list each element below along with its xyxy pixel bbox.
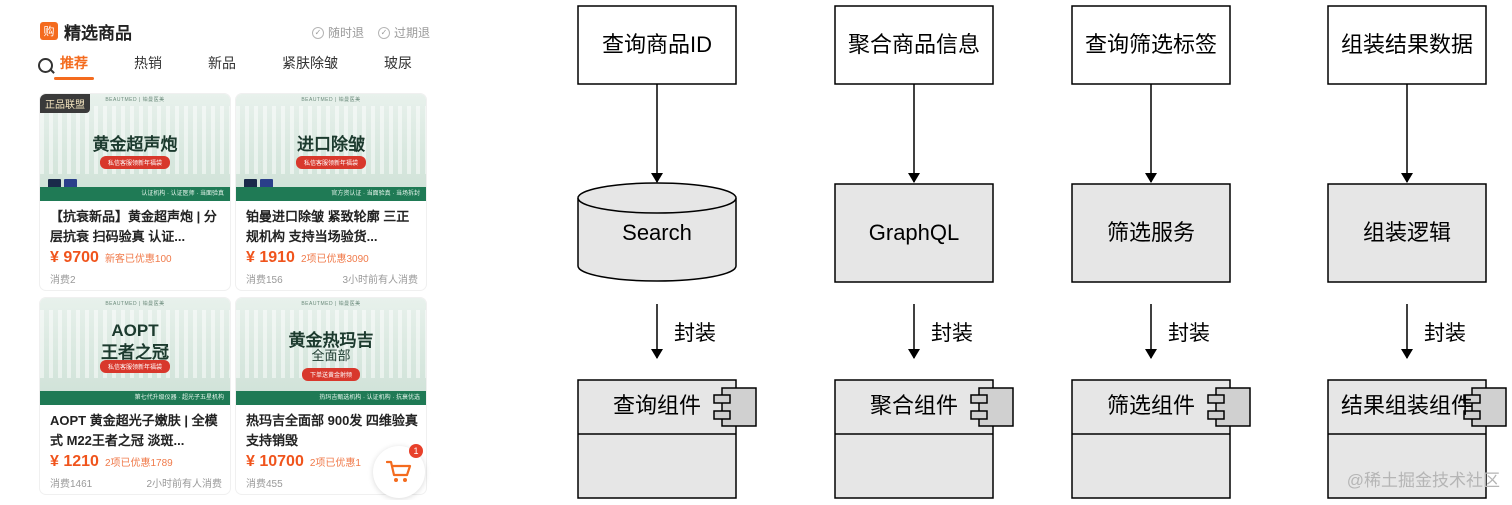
component-box [1327,379,1507,499]
service-label: GraphQL [869,220,960,245]
product-name: 【抗衰新品】黄金超声炮 | 分层抗衰 扫码验真 认证... [50,209,217,244]
brand-line: BEAUTMED | 铂曼医美 [301,301,361,307]
product-name: 铂曼进口除皱 紧致轮廓 三正规机构 支持当场验货... [246,209,410,244]
arrow-label: 封装 [931,322,973,345]
tab-firming[interactable]: 紧肤除皱 [282,55,338,71]
component-box [577,379,757,499]
search-cylinder [577,182,737,282]
component-box [834,379,1014,499]
guarantee-tag: ✓ 过期退 [377,24,430,41]
sales-count: 消费1461 [50,479,93,490]
product-card[interactable]: BEAUTMED | 铂曼医美 进口除皱 私信客服领新年福袋 官方资认证 · 当… [236,94,426,290]
step-box [1327,5,1487,85]
discount-text: 2项已优惠1789 [104,458,173,469]
page-title: 精选商品 [64,23,132,43]
cart-count-badge: 1 [409,444,423,458]
step-label: 查询筛选标签 [1085,32,1217,57]
banner-pill: 私信客服领新年福袋 [99,360,171,373]
product-card[interactable]: BEAUTMED | 铂曼医美 正品联盟 黄金超声炮 私信客服领新年福袋 认证机… [40,94,230,290]
banner-foot: 官方资认证 · 当面验真 · 当场拆封 [236,187,426,201]
banner-title: 进口除皱 [297,135,365,154]
cart-icon [386,460,412,482]
recent-activity: 3小时前有人消费 [342,275,418,286]
guarantee-label: 过期退 [393,26,430,40]
step-box [834,5,994,85]
guarantee-tags: ✓ 随时退 ✓ 过期退 [311,24,430,41]
banner-foot: 第七代升级仪器 · 超光子五星机构 [40,391,230,405]
service-label: 筛选服务 [1107,220,1195,245]
product-name: 热玛吉全面部 900发 四维验真 支持销毁 [246,413,418,448]
recent-activity: 2小时前有人消费 [146,479,222,490]
component-label: 聚合组件 [870,393,958,418]
discount-text: 2项已优惠3090 [300,254,369,265]
arrow-label: 封装 [1424,322,1466,345]
product-price: ¥ 9700 [50,249,99,266]
service-label: Search [622,220,692,245]
brand-line: BEAUTMED | 铂曼医美 [105,301,165,307]
step-box [1071,5,1231,85]
store-logo-icon: 购 [40,22,58,40]
cart-button[interactable]: 1 [373,444,425,498]
corner-tag: 正品联盟 [40,94,90,113]
sales-count: 消费455 [246,479,283,490]
component-label: 查询组件 [613,393,701,418]
arrow-label: 封装 [1168,322,1210,345]
banner-foot: 认证机构 · 认证医师 · 当面验真 [40,187,230,201]
diagram-column: 查询筛选标签 筛选服务 封装 筛选组件 [1071,5,1251,499]
product-banner: BEAUTMED | 铂曼医美 AOPT 王者之冠 私信客服领新年福袋 第七代升… [40,298,230,405]
banner-subtitle: 全面部 [311,348,351,363]
guarantee-label: 随时退 [327,26,364,40]
diagram-column: 聚合商品信息 GraphQL 封装 聚合组件 [834,5,1014,499]
diagram-column: 组装结果数据 组装逻辑 封装 结果组装组件 [1327,5,1507,499]
tab-recommended[interactable]: 推荐 [54,53,94,80]
product-card[interactable]: BEAUTMED | 铂曼医美 AOPT 王者之冠 私信客服领新年福袋 第七代升… [40,298,230,494]
product-banner: BEAUTMED | 铂曼医美 黄金热玛吉 全面部 下单送黄金射频 热玛吉甄选机… [236,298,426,405]
brand-line: BEAUTMED | 铂曼医美 [105,97,165,103]
service-box [834,183,994,283]
step-label: 查询商品ID [602,32,712,57]
component-label: 结果组装组件 [1341,393,1473,418]
service-box [1327,183,1487,283]
product-price: ¥ 1910 [246,249,295,266]
diagram-column: 查询商品ID Search 封装 查询组件 [577,5,757,499]
header: 购 精选商品 [40,20,132,43]
product-name: AOPT 黄金超光子嫩肤 | 全模式 M22王者之冠 淡斑... [50,413,218,448]
check-circle-icon: ✓ [377,26,390,39]
service-box [1071,183,1231,283]
banner-pill: 私信客服领新年福袋 [99,156,171,169]
tab-hot[interactable]: 热销 [134,55,162,71]
banner-title: 黄金超声炮 [92,135,178,154]
step-box [577,5,737,85]
banner-pill: 下单送黄金射频 [301,368,361,381]
product-list-panel: 购 精选商品 ✓ 随时退 ✓ 过期退 推荐 热销 新品 紧肤除皱 玻尿 BEAU… [28,10,452,500]
product-price: ¥ 1210 [50,453,99,470]
check-circle-icon: ✓ [311,26,324,39]
service-label: 组装逻辑 [1363,220,1451,245]
tab-hyaluronic[interactable]: 玻尿 [384,55,412,71]
component-box [1071,379,1251,499]
guarantee-tag: ✓ 随时退 [311,24,364,41]
product-banner: BEAUTMED | 铂曼医美 正品联盟 黄金超声炮 私信客服领新年福袋 认证机… [40,94,230,201]
step-label: 聚合商品信息 [848,32,980,57]
tab-new[interactable]: 新品 [208,55,236,71]
arrow-label: 封装 [674,322,716,345]
discount-text: 新客已优惠100 [104,254,172,265]
step-label: 组装结果数据 [1341,32,1473,57]
banner-foot: 热玛吉甄选机构 · 认证机构 · 抗衰优选 [236,391,426,405]
discount-text: 2项已优惠1 [309,458,361,469]
product-price: ¥ 10700 [246,453,304,470]
banner-title: 黄金热玛吉 [288,331,374,350]
banner-title: AOPT 王者之冠 [101,321,169,362]
sales-count: 消费156 [246,275,283,286]
brand-line: BEAUTMED | 铂曼医美 [301,97,361,103]
banner-pill: 私信客服领新年福袋 [295,156,367,169]
sales-count: 消费2 [50,275,76,286]
watermark: @稀土掘金技术社区 [1347,471,1500,490]
component-label: 筛选组件 [1107,393,1195,418]
category-tabs: 推荐 热销 新品 紧肤除皱 玻尿 [38,52,452,80]
product-banner: BEAUTMED | 铂曼医美 进口除皱 私信客服领新年福袋 官方资认证 · 当… [236,94,426,201]
